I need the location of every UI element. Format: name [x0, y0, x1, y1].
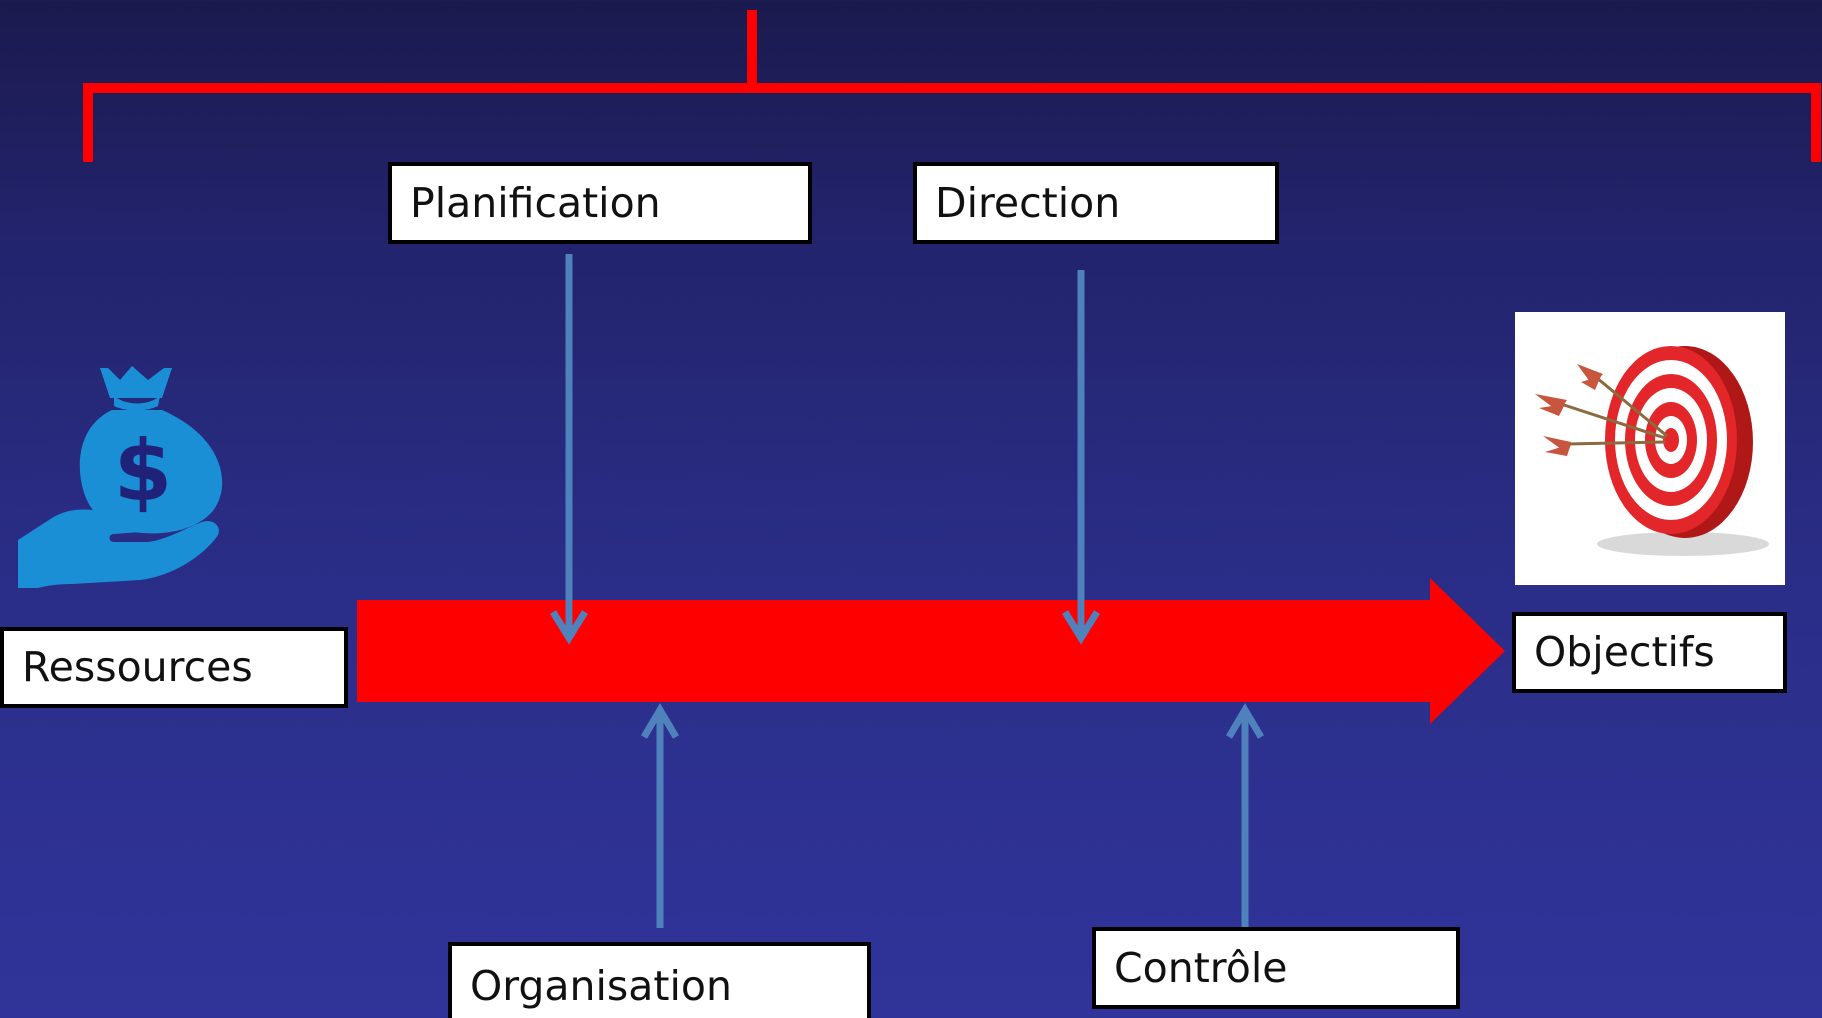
target-with-arrows-icon	[1515, 312, 1785, 585]
direction-arrowhead-icon	[1062, 610, 1100, 645]
controle-arrowhead-icon	[1225, 703, 1265, 739]
bracket-bar	[83, 83, 1821, 162]
planification-arrowhead-icon	[550, 610, 588, 645]
organisation-label: Organisation	[448, 942, 871, 1018]
planification-label: Planification	[388, 162, 812, 244]
money-bag-in-hand-icon: $	[16, 362, 248, 588]
direction-label: Direction	[913, 162, 1279, 244]
svg-text:$: $	[114, 422, 172, 520]
objectifs-label: Objectifs	[1512, 612, 1787, 693]
connectors	[550, 254, 1265, 928]
management-bracket	[83, 10, 1821, 162]
controle-label: Contrôle	[1092, 927, 1460, 1009]
ressources-label: Ressources	[0, 627, 348, 708]
process-flow-arrow	[357, 578, 1505, 724]
organisation-arrowhead-icon	[640, 703, 680, 739]
